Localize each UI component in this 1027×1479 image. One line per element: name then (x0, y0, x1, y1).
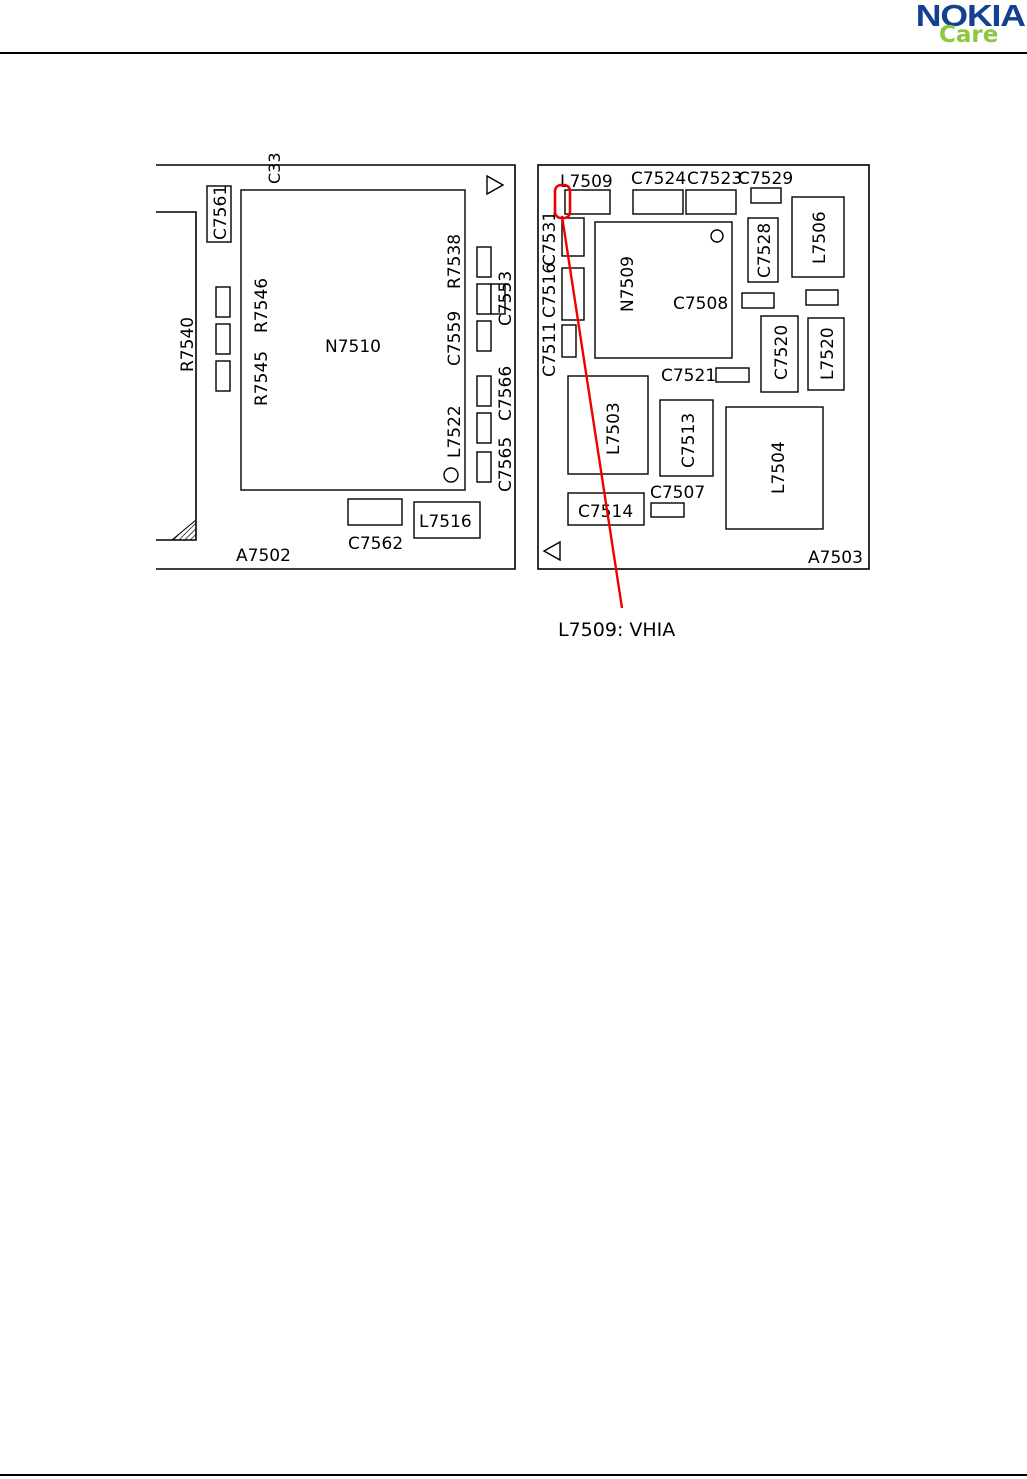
comp-c7523 (685, 189, 737, 215)
label-r7545: R7545 (252, 351, 272, 406)
comp-r7546 (215, 286, 231, 318)
board-a7502: C7561 C33 R7540 R7546 R7545 N7510 R7538 … (156, 152, 516, 570)
comp-c7528 (747, 217, 779, 283)
comp-c7553a (476, 283, 492, 315)
label-l7503: L7503 (604, 402, 624, 455)
footer-rule (0, 1474, 1027, 1476)
comp-c7566 (476, 375, 492, 407)
board-a7502-outline (156, 164, 516, 570)
callout-l7509: L7509: VHIA (553, 183, 675, 641)
comp-c7566b (476, 412, 492, 444)
label-c7559: C7559 (445, 311, 465, 366)
label-a7502: A7502 (236, 546, 291, 566)
component-layout-figure: C7561 C33 R7540 R7546 R7545 N7510 R7538 … (156, 152, 870, 641)
comp-c7528b (741, 292, 775, 309)
board-a7503-outline (537, 164, 870, 570)
label-c7562: C7562 (348, 534, 403, 554)
orientation-triangle-icon-right (542, 540, 561, 562)
label-c7528: C7528 (755, 223, 775, 278)
header-rule (0, 52, 1027, 54)
comp-l7509 (564, 189, 611, 215)
label-c7520: C7520 (772, 325, 792, 380)
label-l7520: L7520 (818, 327, 838, 380)
callout-label: L7509: VHIA (558, 619, 675, 641)
orientation-triangle-icon (486, 174, 505, 196)
label-n7510: N7510 (325, 337, 381, 357)
label-a7503: A7503 (808, 548, 863, 568)
nokia-care-logo: NOKIA Care (887, 0, 1027, 52)
comp-n7509 (594, 221, 733, 359)
label-l7504: L7504 (769, 441, 789, 494)
comp-c7511 (561, 324, 577, 358)
label-n7509: N7509 (618, 256, 638, 312)
label-c7523: C7523 (687, 169, 742, 189)
comp-c7524 (632, 189, 684, 215)
label-l7522: L7522 (445, 405, 465, 458)
comp-c7520 (760, 315, 799, 393)
comp-c7565 (476, 451, 492, 483)
label-c7531: C7531 (540, 211, 560, 266)
comp-r7545 (215, 360, 231, 392)
comp-c7561 (206, 185, 232, 243)
comp-c7559 (476, 320, 492, 352)
label-c7516: C7516 (540, 263, 560, 318)
connector-hatch (170, 518, 197, 541)
callout-leader-line (560, 215, 624, 609)
label-c33: C33 (265, 152, 284, 184)
label-c7508: C7508 (673, 294, 728, 314)
label-c7565: C7565 (496, 437, 516, 492)
comp-c7562 (347, 498, 403, 526)
comp-n7510 (240, 189, 466, 491)
comp-l7506 (791, 196, 845, 278)
label-c7566: C7566 (496, 366, 516, 421)
label-c7524: C7524 (631, 169, 686, 189)
label-c7511: C7511 (540, 322, 560, 377)
logo-brand-text: NOKIA (915, 0, 1026, 33)
label-l7506: L7506 (810, 211, 830, 264)
label-c7553: C7553 (496, 271, 516, 326)
label-c7521: C7521 (661, 366, 716, 386)
connector-outline (156, 211, 197, 541)
comp-l7503 (567, 375, 649, 475)
board-a7503: L7509 C7524 C7523 C7529 C7531 C7516 C751… (537, 164, 870, 570)
label-r7546: R7546 (252, 278, 272, 333)
comp-c7513 (659, 399, 714, 477)
comp-l7506b (805, 289, 839, 306)
label-l7516: L7516 (419, 512, 472, 532)
comp-l7516 (413, 501, 481, 539)
pin1-marker-n7509 (710, 229, 724, 243)
label-r7538: R7538 (445, 234, 465, 289)
comp-r7546b (215, 323, 231, 355)
comp-c7507 (650, 502, 685, 518)
label-c7529: C7529 (738, 169, 793, 189)
comp-c7521 (715, 367, 750, 383)
logo-sub-text: Care (939, 22, 999, 48)
label-l7509: L7509 (560, 172, 613, 192)
label-c7514: C7514 (578, 502, 633, 522)
pin1-marker-n7510 (443, 467, 459, 483)
label-c7513: C7513 (679, 413, 699, 468)
comp-c7553b (490, 283, 506, 315)
comp-l7520 (807, 317, 845, 391)
label-c7561: C7561 (211, 185, 231, 240)
comp-l7504 (725, 406, 824, 530)
comp-r7538 (476, 246, 492, 278)
comp-c7514 (567, 492, 645, 526)
label-r7540: R7540 (178, 317, 198, 372)
label-c7507: C7507 (650, 483, 705, 503)
comp-c7529 (750, 187, 782, 204)
